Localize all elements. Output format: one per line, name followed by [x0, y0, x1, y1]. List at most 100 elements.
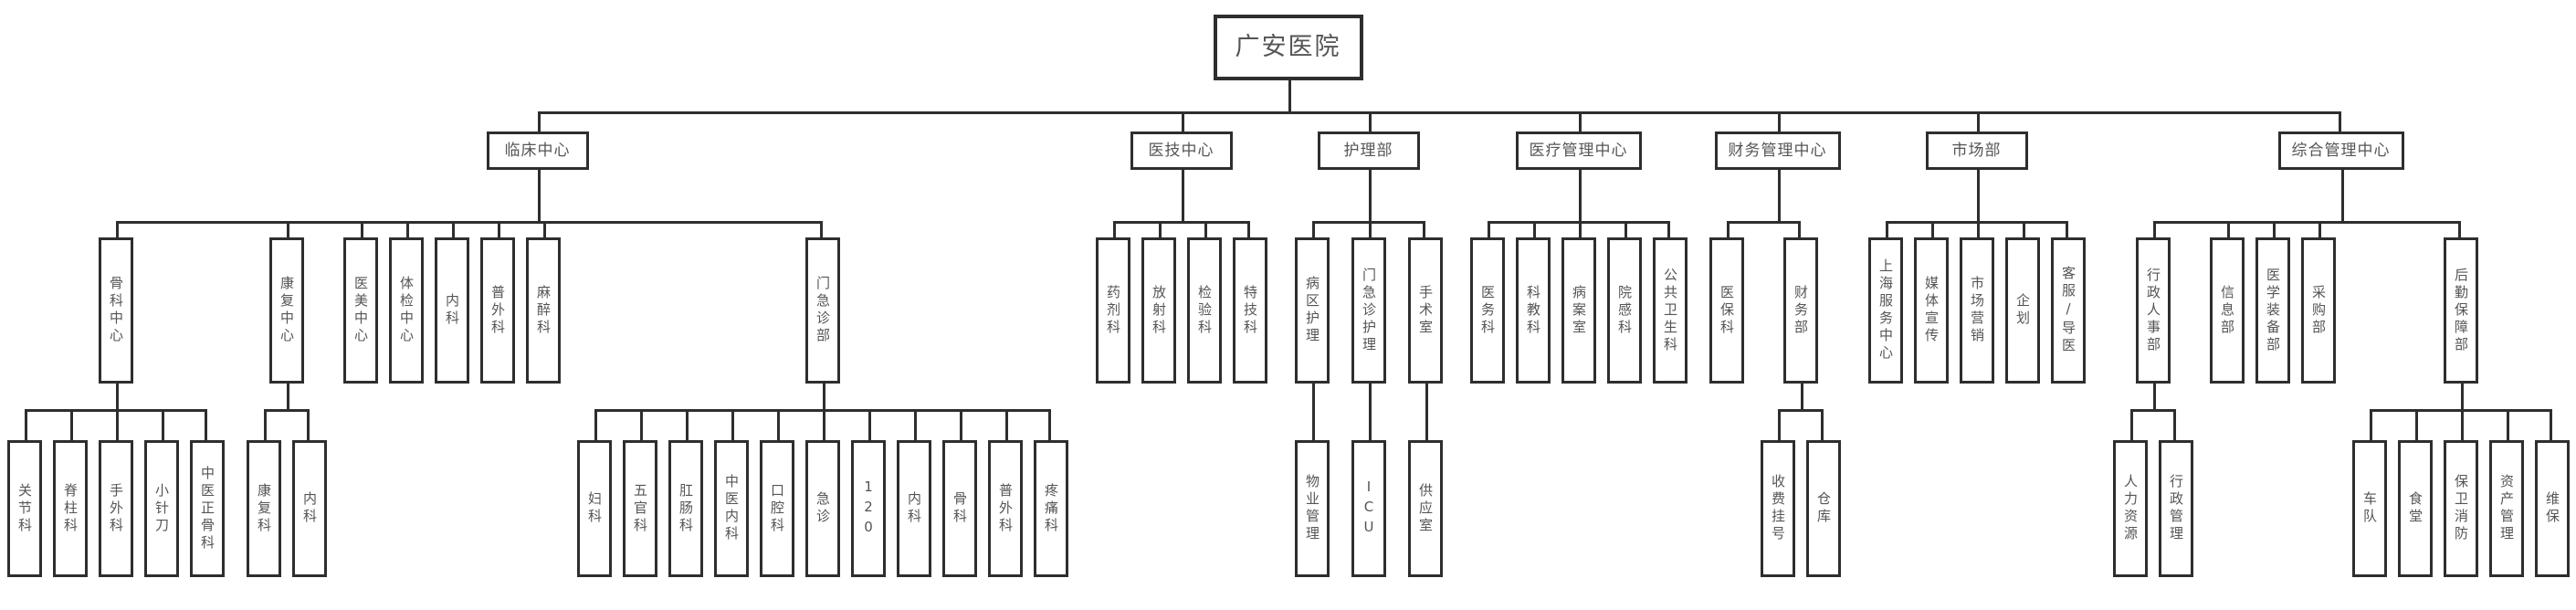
org-branch: 财务管理中心医保科财务部收费挂号仓库 — [1698, 111, 1860, 577]
org-branch: 采购部 — [2295, 221, 2344, 384]
org-children-row: 行政人事部人力资源行政管理信息部医学装备部采购部后勤保障部车队食堂保卫消防资产管… — [2102, 170, 2576, 577]
org-children-row: 医务科 科教科 病案室院感科公共卫生科 — [1465, 170, 1693, 384]
org-children-row: 临床中心骨科中心关节科脊柱科手外科小针刀中医正骨科康复中心康复科内科医美中心体检… — [0, 80, 2576, 577]
org-branch: 仓库 — [1797, 409, 1846, 577]
org-node-label: 科教科 — [1525, 284, 1541, 337]
org-node-label: 骨科中心 — [108, 276, 124, 345]
org-branch: 信息部 — [2203, 221, 2253, 384]
org-node-label: 内科 — [301, 491, 318, 526]
org-branch: 普外科 — [982, 409, 1031, 577]
org-node: 行政管理 — [2158, 440, 2193, 577]
org-node: 医美中心 — [342, 237, 378, 384]
org-node: 临床中心 — [486, 131, 589, 170]
org-node: 医务科 — [1469, 237, 1505, 384]
org-branch: 供应室 — [1403, 409, 1448, 577]
org-node: 财务部 — [1782, 237, 1818, 384]
org-node-label: 手术室 — [1417, 284, 1434, 337]
org-branch: 医美中心 — [337, 221, 386, 384]
org-branch: 口腔科 — [753, 409, 803, 577]
org-node: 五官科 — [622, 440, 657, 577]
org-node-label: 麻醉科 — [535, 284, 552, 337]
org-node: 普外科 — [479, 237, 515, 384]
org-node-label: 妇科 — [586, 491, 603, 526]
org-branch: 手术室供应室 — [1393, 221, 1454, 577]
org-node: 后勤保障部 — [2443, 237, 2478, 384]
org-node-label: 医保科 — [1719, 284, 1735, 337]
org-children-row: 骨科中心关节科脊柱科手外科小针刀中医正骨科康复中心康复科内科医美中心体检中心内科… — [0, 170, 1079, 577]
org-branch: 综合管理中心行政人事部人力资源行政管理信息部医学装备部采购部后勤保障部车队食堂保… — [2093, 111, 2576, 577]
org-branch: 骨科 — [936, 409, 985, 577]
org-branch: 院感科 — [1601, 221, 1650, 384]
org-node: 手外科 — [98, 440, 133, 577]
org-node-label: 医美中心 — [352, 276, 369, 345]
org-branch: 财务部收费挂号 仓库 — [1746, 221, 1852, 577]
org-node-label: 门急诊部 — [815, 276, 831, 345]
org-node: 疼痛科 — [1033, 440, 1068, 577]
org-node: 科教科 — [1515, 237, 1551, 384]
org-node-label: 客服/导医 — [2060, 266, 2077, 355]
org-node-label: 药剂科 — [1105, 284, 1121, 337]
org-node: 中医正骨科 — [189, 440, 225, 577]
org-branch: 内科 — [428, 221, 478, 384]
org-branch: 食堂 — [2392, 409, 2441, 577]
org-node-label: 食堂 — [2407, 491, 2424, 526]
org-children-row: 收费挂号 仓库 — [1755, 384, 1846, 577]
org-branch: 特技科 — [1224, 221, 1273, 384]
org-node-label: 口腔科 — [769, 482, 785, 535]
org-branch: 媒体宣传 — [1908, 221, 1957, 384]
org-branch: 医务科 — [1465, 221, 1513, 384]
org-node: 120 — [850, 440, 886, 577]
org-branch: 客服/导医 — [2042, 221, 2091, 384]
org-branch: 企划 — [1999, 221, 2048, 384]
org-node-label: 骨科 — [952, 491, 968, 526]
org-node-label: 肛肠科 — [678, 482, 694, 535]
org-branch: 肛肠科 — [662, 409, 711, 577]
org-branch: 关节科 — [2, 409, 50, 577]
org-branch: 普外科 — [474, 221, 523, 384]
org-node: 关节科 — [6, 440, 42, 577]
org-branch: 手外科 — [92, 409, 142, 577]
org-children-row: 药剂科 放射科 检验科特技科 — [1090, 170, 1273, 384]
org-node-label: 检验科 — [1196, 284, 1213, 337]
org-node-label: 医务科 — [1479, 284, 1496, 337]
org-node-label: 临床中心 — [504, 141, 571, 160]
org-children-row: 上海服务中心媒体宣传市场营销企划客服/导医 — [1863, 170, 2091, 384]
org-branch: 广安医院临床中心骨科中心关节科脊柱科手外科 小针刀中医正骨科康复中心康复科内科医美… — [0, 15, 2576, 577]
org-branch: 药剂科 — [1090, 221, 1139, 384]
org-children-row: 医保科 财务部收费挂号 仓库 — [1704, 170, 1852, 577]
org-node-label: 资产管理 — [2498, 474, 2515, 543]
org-node: 小针刀 — [143, 440, 179, 577]
org-node-label: 公共卫生科 — [1662, 267, 1678, 354]
org-node-label: 放射科 — [1151, 284, 1167, 337]
org-node: 口腔科 — [759, 440, 794, 577]
org-branch: 康复中心康复科内科 — [235, 221, 341, 577]
org-branch: 120 — [845, 409, 894, 577]
org-node: 医技中心 — [1130, 131, 1233, 170]
org-node-label: 五官科 — [632, 482, 648, 535]
org-node-label: 手外科 — [108, 482, 124, 535]
org-node: 门急诊部 — [804, 237, 840, 384]
org-node-label: 收费挂号 — [1770, 474, 1786, 543]
org-node-label: 普外科 — [489, 284, 506, 337]
org-root-node: 广安医院 — [1213, 15, 1363, 80]
org-node: 市场营销 — [1959, 237, 1994, 384]
org-node-label: 医技中心 — [1148, 141, 1214, 160]
org-branch: 保卫消防 — [2437, 409, 2487, 577]
org-branch: 脊柱科 — [47, 409, 96, 577]
org-node: 采购部 — [2300, 237, 2336, 384]
org-node: 内科 — [291, 440, 327, 577]
org-node-label: 仓库 — [1815, 491, 1832, 526]
org-node: 收费挂号 — [1760, 440, 1795, 577]
org-node: 行政人事部 — [2135, 237, 2171, 384]
org-node: 病案室 — [1561, 237, 1596, 384]
org-branch: 医技中心药剂科 放射科 检验科特技科 — [1084, 111, 1281, 384]
org-node: 门急诊护理 — [1351, 237, 1386, 384]
org-branch: 中医正骨科 — [181, 409, 230, 577]
org-branch: 小针刀 — [138, 409, 187, 577]
org-node-label: 采购部 — [2310, 284, 2327, 337]
org-branch: 资产管理 — [2483, 409, 2532, 577]
